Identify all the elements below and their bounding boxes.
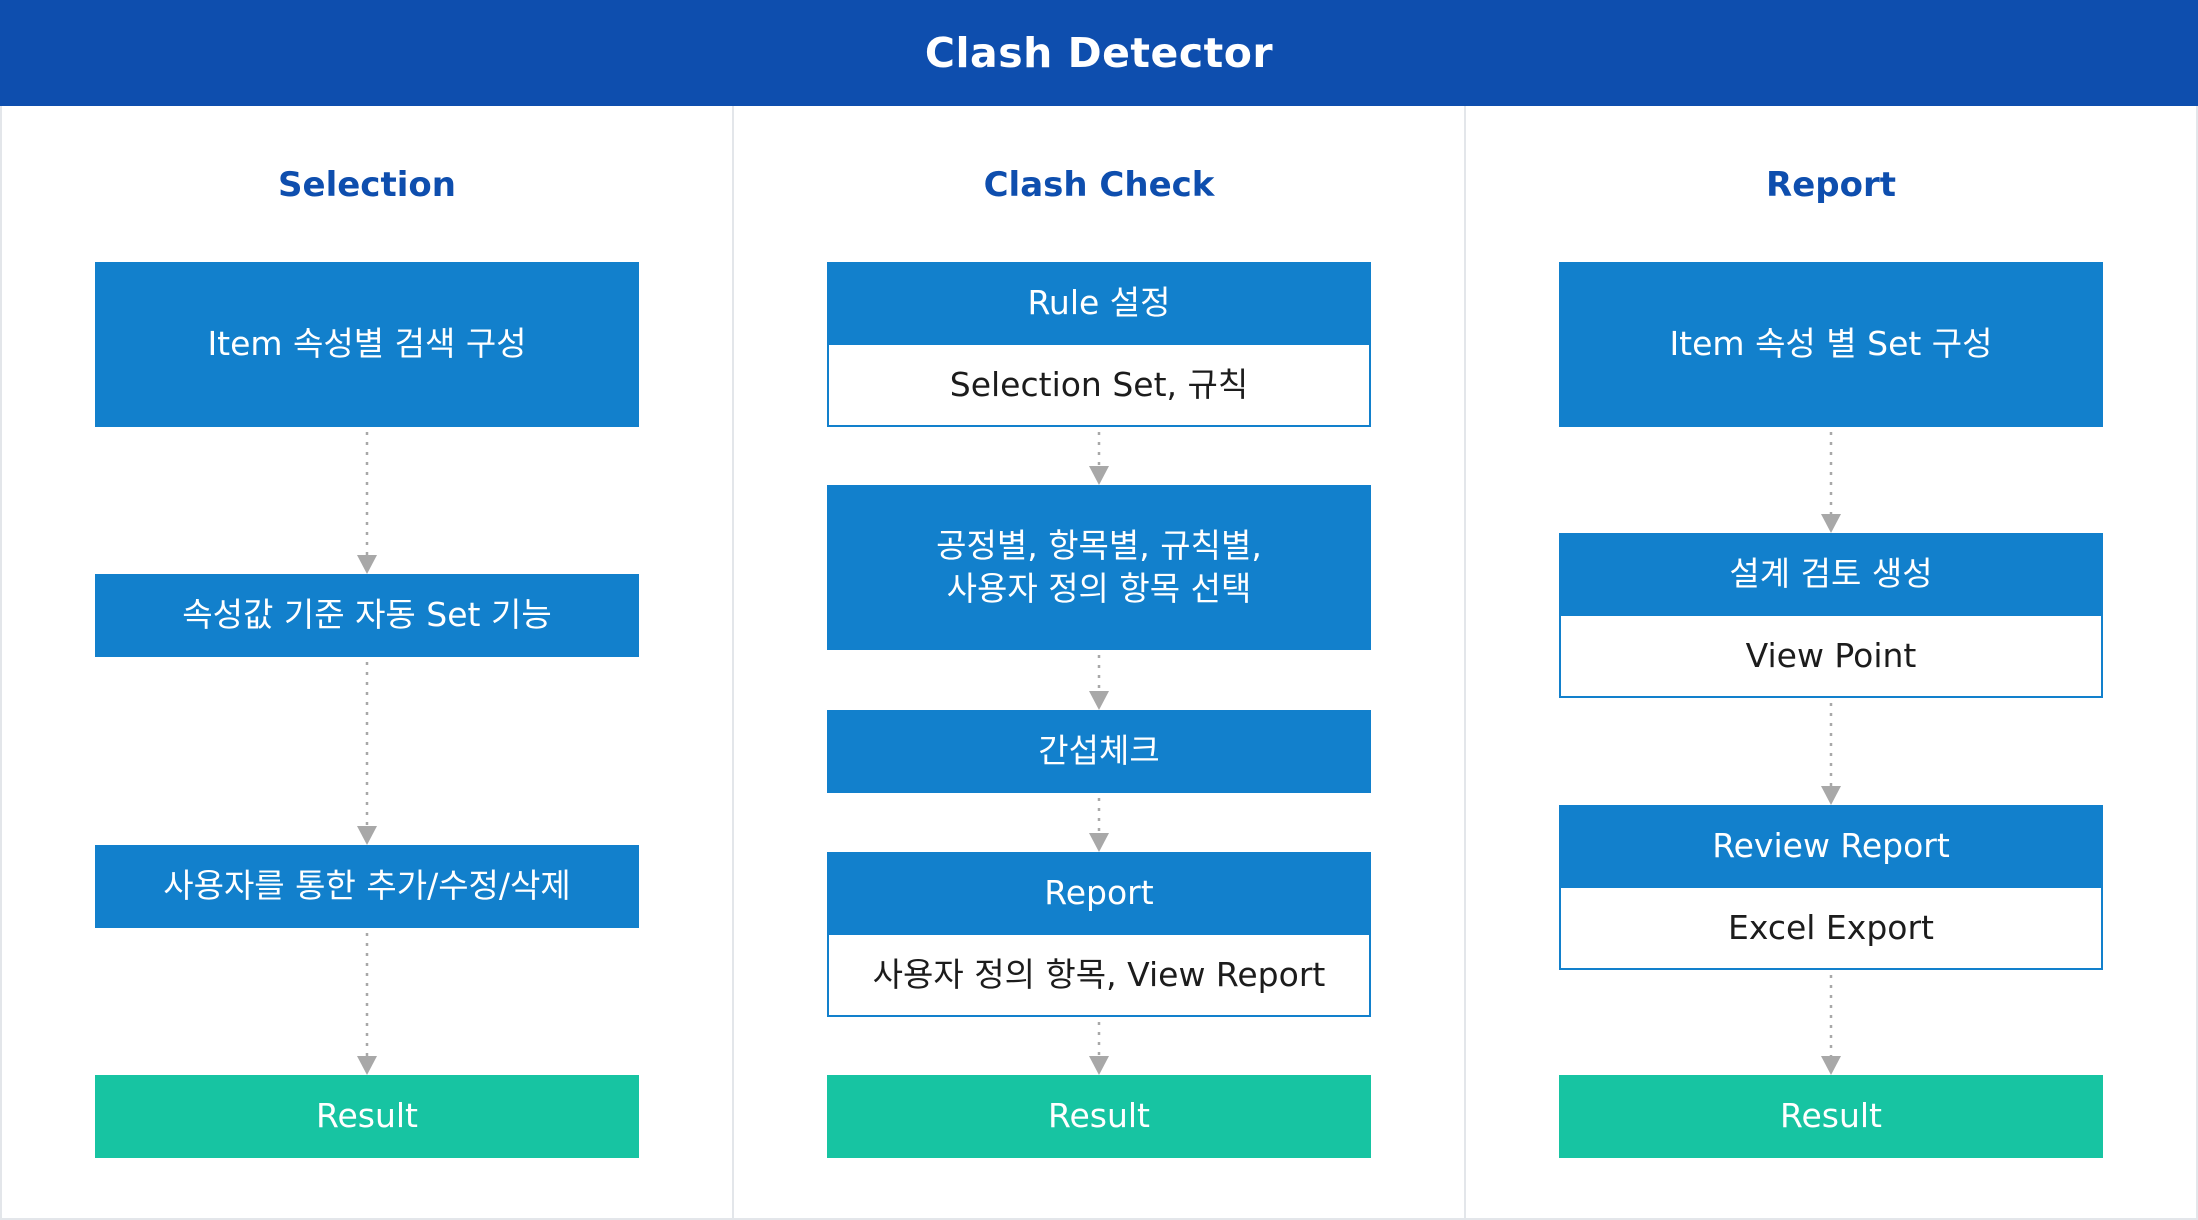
node-sublabel: Excel Export [1728, 907, 1934, 947]
node-label: Result [1780, 1096, 1882, 1136]
column-title-clash-check: Clash Check [983, 165, 1215, 205]
node-clash-check: 간섭체크 [827, 710, 1371, 793]
node-label: 사용자를 통한 추가/수정/삭제 [163, 866, 571, 906]
node-label: 설계 검토 생성 [1729, 554, 1933, 594]
node-label: 속성값 기준 자동 Set 기능 [182, 595, 552, 635]
node-result: Result [827, 1075, 1371, 1158]
node-rule-setting-detail: Selection Set, 규칙 [827, 345, 1371, 427]
node-rule-setting: Rule 설정 [827, 262, 1371, 345]
column-divider [732, 106, 734, 1220]
node-item-set: Item 속성 별 Set 구성 [1559, 262, 2103, 427]
node-sublabel: View Point [1745, 635, 1917, 675]
node-user-edit: 사용자를 통한 추가/수정/삭제 [95, 845, 639, 928]
node-item-search: Item 속성별 검색 구성 [95, 262, 639, 427]
node-sublabel: Selection Set, 규칙 [949, 364, 1249, 404]
node-result: Result [95, 1075, 639, 1158]
diagram-header: Clash Detector [0, 0, 2198, 106]
diagram-title: Clash Detector [924, 29, 1274, 77]
node-sublabel: 사용자 정의 항목, View Report [872, 954, 1326, 994]
node-report-detail: 사용자 정의 항목, View Report [827, 935, 1371, 1017]
node-label: Result [1048, 1096, 1150, 1136]
column-title-selection: Selection [278, 165, 456, 205]
column-divider [1464, 106, 1466, 1220]
node-label: Review Report [1712, 826, 1950, 866]
node-auto-set: 속성값 기준 자동 Set 기능 [95, 574, 639, 657]
node-label: Rule 설정 [1027, 283, 1171, 323]
node-label: 간섭체크 [1038, 731, 1160, 771]
node-item-select: 공정별, 항목별, 규칙별, 사용자 정의 항목 선택 [827, 485, 1371, 650]
column-title-report: Report [1766, 165, 1896, 205]
node-review-report: Review Report [1559, 805, 2103, 888]
node-label: Item 속성 별 Set 구성 [1669, 324, 1993, 364]
node-design-review-detail: View Point [1559, 616, 2103, 698]
node-report: Report [827, 852, 1371, 935]
node-label: 공정별, 항목별, 규칙별, 사용자 정의 항목 선택 [936, 525, 1262, 608]
node-label: Item 속성별 검색 구성 [207, 324, 527, 364]
node-result: Result [1559, 1075, 2103, 1158]
node-label: Report [1044, 873, 1154, 913]
node-review-report-detail: Excel Export [1559, 888, 2103, 970]
node-design-review: 설계 검토 생성 [1559, 533, 2103, 616]
node-label: Result [316, 1096, 418, 1136]
